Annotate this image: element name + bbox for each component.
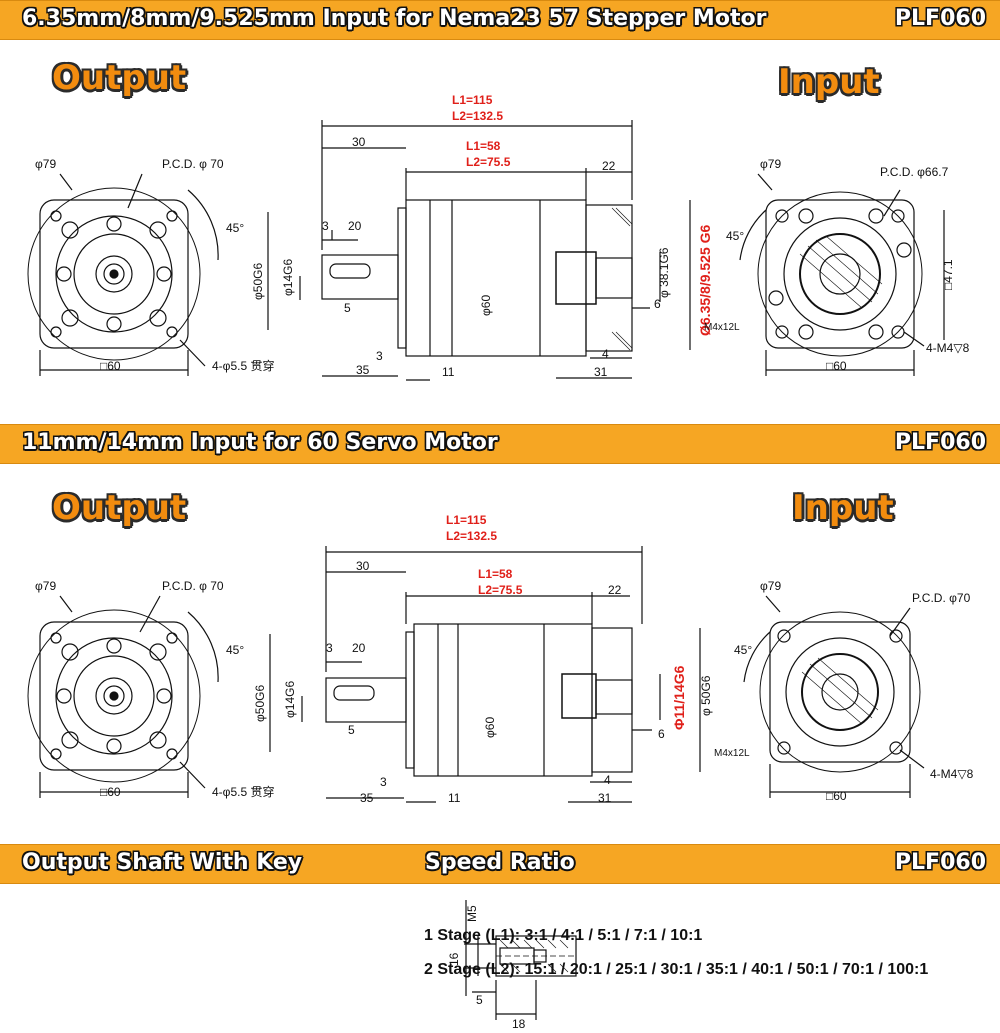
dim-d79-input: φ79 xyxy=(760,157,781,171)
dim-pcd-input: P.C.D. φ66.7 xyxy=(880,165,949,179)
dim-31: 31 xyxy=(598,791,612,805)
dim-l1-total: L1=115 xyxy=(452,93,493,107)
dim-22: 22 xyxy=(602,159,616,173)
dim-pcd-input: P.C.D. φ70 xyxy=(912,591,971,605)
ratio-stage-1: 1 Stage (L1): 3:1 / 4:1 / 5:1 / 7:1 / 10… xyxy=(424,927,703,944)
dim-l1-body: L1=58 xyxy=(466,139,501,153)
dim-m4x12: M4x12L xyxy=(714,748,750,759)
banner-title-shaft: Output Shaft With Key xyxy=(22,850,303,875)
dim-14: φ14G6 xyxy=(281,259,295,296)
dim-sq60: □60 xyxy=(100,785,121,799)
dim-11: 11 xyxy=(448,791,461,805)
dim-50b: φ 50G6 xyxy=(699,675,713,716)
dim-60: φ60 xyxy=(479,295,493,316)
output-flange-square xyxy=(39,199,189,349)
model-code: PLF060 xyxy=(894,430,986,455)
dim-5: 5 xyxy=(348,723,355,737)
dim-sq471: □47.1 xyxy=(941,259,955,290)
input-bolt-holes xyxy=(768,208,912,340)
input-heading-2: Input xyxy=(792,488,894,528)
dim-22: 22 xyxy=(608,583,622,597)
dim-5: 5 xyxy=(344,301,351,315)
dim-l1-total: L1=115 xyxy=(446,513,487,527)
dim-sq60-input: □60 xyxy=(826,359,847,373)
model-code: PLF060 xyxy=(894,6,986,31)
header-banner-servo: 11mm/14mm Input for 60 Servo Motor PLF06… xyxy=(0,424,1000,464)
dim-input-bore: Φ11/14G6 xyxy=(671,665,687,730)
dim-pcd: P.C.D. φ 70 xyxy=(162,579,224,593)
dim-3b: 3 xyxy=(376,349,383,363)
dim-l2-total: L2=132.5 xyxy=(446,529,497,543)
header-banner-shaft: Output Shaft With Key Speed Ratio PLF060 xyxy=(0,844,1000,884)
dim-m4x12: M4x12L xyxy=(704,322,740,333)
output-outer-circle xyxy=(27,187,201,361)
dim-35: 35 xyxy=(360,791,374,805)
dim-input-bore: Ø6.35/8/9.525 G6 xyxy=(697,224,713,336)
dim-3b: 3 xyxy=(380,775,387,789)
banner-title: 11mm/14mm Input for 60 Servo Motor xyxy=(22,430,498,455)
dim-20: 20 xyxy=(352,641,366,655)
dim-45-input: 45° xyxy=(734,643,752,657)
dim-16: 16 xyxy=(447,952,461,966)
dim-d79-input: φ79 xyxy=(760,579,781,593)
dim-38: φ 38.1G6 xyxy=(657,247,671,298)
drawing-stepper: φ79 P.C.D. φ 70 45° □60 4-φ5.5 贯穿 L1=115… xyxy=(27,93,970,381)
drawing-output-shaft: M5 16 5 18 xyxy=(447,900,577,1031)
output-heading: Output xyxy=(52,58,187,98)
dim-sq60-input: □60 xyxy=(826,789,847,803)
dim-3a: 3 xyxy=(326,641,333,655)
gearbox-body xyxy=(405,199,587,357)
dim-30: 30 xyxy=(356,559,370,573)
dim-31: 31 xyxy=(594,365,608,379)
dim-50: φ50G6 xyxy=(253,685,267,722)
dim-45-input: 45° xyxy=(726,229,744,243)
dim-4: 4 xyxy=(604,773,611,787)
drawing-servo: φ79 P.C.D. φ 70 45° □60 4-φ5.5 贯穿 L1=115… xyxy=(27,513,974,805)
dim-l2-body: L2=75.5 xyxy=(478,583,523,597)
dim-11: 11 xyxy=(442,365,455,379)
banner-title: 6.35mm/8mm/9.525mm Input for Nema23 57 S… xyxy=(22,6,767,31)
dim-d79: φ79 xyxy=(35,579,56,593)
dim-m4: 4-M4▽8 xyxy=(930,767,974,781)
dim-m4: 4-M4▽8 xyxy=(926,341,970,355)
model-code: PLF060 xyxy=(894,850,986,875)
dim-45: 45° xyxy=(226,221,244,235)
dim-3a: 3 xyxy=(322,219,329,233)
output-heading-2: Output xyxy=(52,488,187,528)
dim-pcd: P.C.D. φ 70 xyxy=(162,157,224,171)
dim-45: 45° xyxy=(226,643,244,657)
dim-l1-body: L1=58 xyxy=(478,567,513,581)
dim-6: 6 xyxy=(654,297,661,311)
dim-4: 4 xyxy=(602,347,609,361)
dim-sq60: □60 xyxy=(100,359,121,373)
dim-hole: 4-φ5.5 贯穿 xyxy=(212,358,274,373)
dim-50: φ50G6 xyxy=(251,263,265,300)
dim-m5: M5 xyxy=(465,905,479,922)
dim-d79: φ79 xyxy=(35,157,56,171)
header-banner-stepper: 6.35mm/8mm/9.525mm Input for Nema23 57 S… xyxy=(0,0,1000,40)
dim-l2-total: L2=132.5 xyxy=(452,109,503,123)
dim-hole: 4-φ5.5 贯穿 xyxy=(212,784,274,799)
input-flange-side xyxy=(585,204,633,352)
input-flange-square xyxy=(765,199,915,349)
dim-60: φ60 xyxy=(483,717,497,738)
dim-18: 18 xyxy=(512,1017,526,1031)
dim-l2-body: L2=75.5 xyxy=(466,155,511,169)
input-heading: Input xyxy=(778,62,880,102)
dim-20: 20 xyxy=(348,219,362,233)
dim-6: 6 xyxy=(658,727,665,741)
dim-5: 5 xyxy=(476,993,483,1007)
dim-14: φ14G6 xyxy=(283,681,297,718)
output-bolt-holes xyxy=(50,210,178,338)
ratio-stage-2: 2 Stage (L2): 15:1 / 20:1 / 25:1 / 30:1 … xyxy=(424,961,929,978)
dim-30: 30 xyxy=(352,135,366,149)
dim-35: 35 xyxy=(356,363,370,377)
banner-title-ratio: Speed Ratio xyxy=(425,850,575,875)
